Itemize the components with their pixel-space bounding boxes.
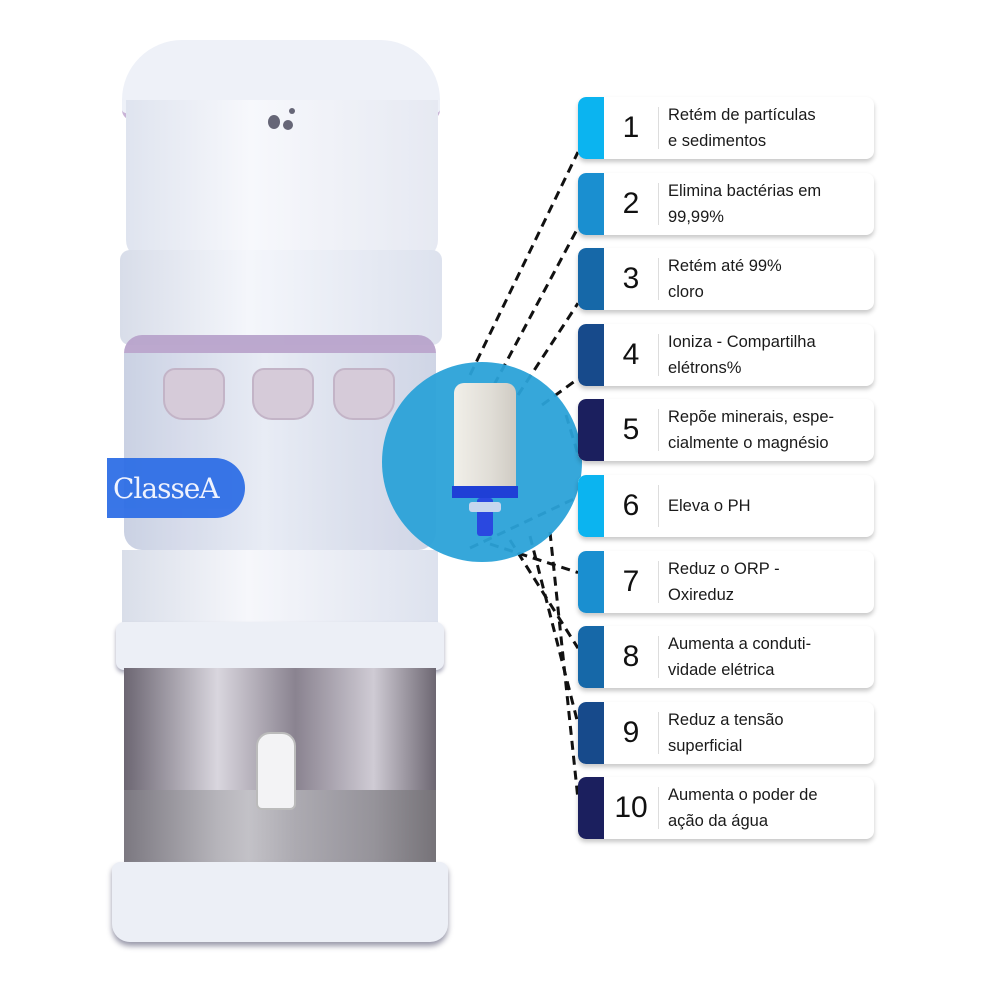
benefit-text: Ioniza - Compartilha elétrons% — [668, 332, 816, 377]
benefit-divider — [658, 107, 659, 149]
logo-icon-dot-small — [289, 108, 295, 114]
faucet — [256, 732, 296, 810]
benefit-divider — [658, 409, 659, 452]
logo-icon-dot — [283, 120, 293, 130]
benefit-divider — [658, 333, 659, 376]
benefit-text: Eleva o PH — [668, 497, 751, 515]
benefit-item-9: 9 Reduz a tensão superficial — [578, 701, 874, 764]
benefit-number: 4 — [622, 337, 640, 371]
benefit-divider — [658, 182, 659, 225]
benefit-text: Retém de partículas e sedimentos — [668, 106, 816, 150]
benefit-accent-bar — [578, 97, 604, 159]
connector-line-2 — [492, 226, 580, 386]
benefit-accent-bar — [578, 399, 604, 462]
benefit-text: Reduz o ORP - Oxireduz — [668, 559, 780, 604]
benefit-item-2: 2 Elimina bactérias em 99,99% — [578, 172, 874, 235]
benefit-text: Aumenta a conduti- vidade elétrica — [668, 635, 812, 680]
benefit-item-6: 6 Eleva o PH — [578, 475, 874, 537]
dispenser-ring — [116, 622, 444, 670]
filter-candle — [163, 368, 225, 420]
filter-cartridge-cap — [452, 486, 518, 498]
logo-icon — [268, 115, 280, 129]
connector-line-10 — [548, 531, 580, 800]
benefit-accent-bar — [578, 777, 604, 840]
benefit-item-8: 8 Aumenta a conduti- vidade elétrica — [578, 626, 874, 689]
benefit-accent-bar — [578, 323, 604, 386]
filter-cartridge-nut — [469, 502, 501, 512]
benefit-accent-bar — [578, 172, 604, 235]
benefit-divider — [658, 787, 659, 830]
dispenser-base — [112, 862, 448, 942]
benefit-accent-bar — [578, 550, 604, 613]
benefit-number: 9 — [622, 715, 640, 749]
benefit-text: Aumenta o poder de ação da água — [668, 786, 818, 831]
benefit-divider — [658, 560, 659, 603]
benefit-number: 10 — [614, 791, 648, 825]
benefit-number: 2 — [622, 186, 640, 220]
benefit-number: 1 — [622, 111, 640, 144]
benefit-divider — [658, 258, 659, 301]
benefit-accent-bar — [578, 475, 604, 537]
benefit-divider — [658, 636, 659, 679]
dispenser-band — [120, 250, 442, 345]
benefit-accent-bar — [578, 701, 604, 764]
connector-line-8 — [508, 539, 580, 649]
benefit-divider — [658, 485, 659, 527]
benefit-text: Elimina bactérias em 99,99% — [668, 181, 822, 226]
benefit-number: 6 — [622, 489, 640, 522]
benefit-accent-bar — [578, 626, 604, 689]
filter-candle — [333, 368, 395, 420]
benefit-text: Retém até 99% cloro — [668, 257, 782, 302]
benefit-item-4: 4 Ioniza - Compartilha elétrons% — [578, 323, 874, 386]
benefit-number: 3 — [622, 262, 640, 296]
benefit-item-1: 1 Retém de partículas e sedimentos — [578, 97, 874, 159]
benefit-divider — [658, 711, 659, 754]
benefit-item-5: 5 Repõe minerais, espe- cialmente o magn… — [578, 399, 874, 462]
connector-line-1 — [468, 151, 580, 376]
benefit-accent-bar — [578, 248, 604, 311]
filter-cartridge — [454, 383, 516, 488]
benefit-number: 7 — [622, 564, 640, 598]
benefit-item-10: 10 Aumenta o poder de ação da água — [578, 777, 874, 840]
dispenser-top-reservoir — [126, 100, 438, 260]
connector-line-9 — [528, 535, 580, 725]
benefit-text: Reduz a tensão superficial — [668, 710, 784, 755]
filter-candle — [252, 368, 314, 420]
benefit-number: 5 — [622, 413, 640, 447]
benefit-text: Repõe minerais, espe- cialmente o magnés… — [668, 408, 834, 453]
brand-badge: ClasseA — [107, 458, 245, 518]
benefit-item-3: 3 Retém até 99% cloro — [578, 248, 874, 311]
benefit-item-7: 7 Reduz o ORP - Oxireduz — [578, 550, 874, 613]
benefit-number: 8 — [622, 640, 640, 674]
dispenser-middle — [122, 550, 438, 625]
